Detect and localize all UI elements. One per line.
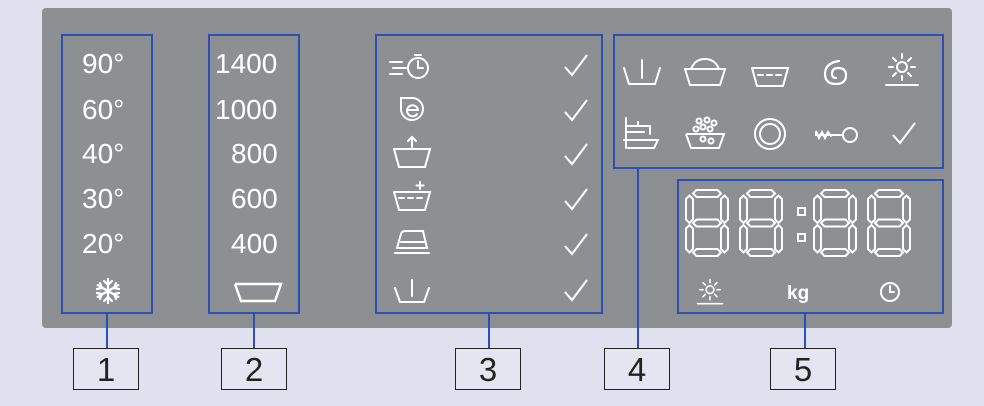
segment-g [819,218,851,228]
rinse-icon [750,62,790,93]
callout-4: 4 [604,348,670,390]
segment-f [739,194,748,225]
temperature-group [61,34,153,314]
check-icon [563,278,589,309]
snowflake-icon [94,277,122,310]
segment-e [739,223,748,254]
segment-b [902,194,911,225]
segment-c [720,223,729,254]
segment-d [691,248,723,257]
segment-f [685,194,694,225]
rinse-hold-icon [622,58,662,91]
spin-speed-600: 600 [231,183,278,214]
bubbles-icon [684,114,726,155]
sun-icon [884,52,920,93]
digital-display [685,189,936,267]
display-colon-dot-top [797,207,806,216]
quick-time-icon [388,52,432,85]
spin-speed-1000: 1000 [215,94,278,125]
tap-icon [622,116,660,155]
rinse-hold-icon [393,278,431,309]
display-group [677,179,944,314]
check-icon [563,142,589,173]
segment-b [720,194,729,225]
options-group [375,34,603,314]
segment-b [774,194,783,225]
segment-d [745,248,777,257]
check-icon [563,98,589,129]
spin-speed-group [208,34,300,314]
segment-d [873,248,905,257]
segment-a [873,189,905,198]
check-icon [563,187,589,218]
temperature-40: 40° [82,138,125,169]
segment-c [774,223,783,254]
callout-3: 3 [455,348,521,390]
check-icon [563,53,589,84]
segment-d [819,248,851,257]
leader-line-1 [106,314,108,348]
spin-speed-800: 800 [231,138,278,169]
clock-icon [879,281,901,308]
segment-f [813,194,822,225]
segment-c [902,223,911,254]
segment-f [867,194,876,225]
segment-a [745,189,777,198]
spin-speed-1400: 1400 [215,48,278,79]
extra-rinse-icon [392,180,432,217]
easy-iron-icon [393,228,431,261]
callout-2: 2 [221,348,287,390]
tub-icon [233,281,283,308]
segment-g [873,218,905,228]
spin-speed-400: 400 [231,228,278,259]
drum-icon [753,117,787,156]
temperature-90: 90° [82,48,125,79]
weight-unit-label: kg [787,283,810,304]
key-icon [812,126,860,149]
check-icon [563,232,589,263]
wash-icon [683,55,727,92]
leader-line-3 [488,314,490,348]
segment-e [813,223,822,254]
segment-a [819,189,851,198]
temperature-60: 60° [82,94,125,125]
leader-line-5 [804,314,806,348]
segment-e [685,223,694,254]
callout-5: 5 [770,348,836,390]
segment-e [867,223,876,254]
segment-g [745,218,777,228]
display-colon-dot-bottom [797,233,806,242]
leader-line-2 [253,314,255,348]
leader-line-4 [637,169,639,348]
sun-icon [696,278,724,311]
prewash-icon [392,135,432,174]
callout-1: 1 [73,348,139,390]
temperature-20: 20° [82,228,125,259]
segment-g [691,218,723,228]
temperature-30: 30° [82,183,125,214]
eco-icon [397,94,427,129]
status-group [613,34,944,169]
segment-c [848,223,857,254]
check-icon [891,121,917,152]
segment-a [691,189,723,198]
segment-b [848,194,857,225]
spin-icon [821,57,851,92]
